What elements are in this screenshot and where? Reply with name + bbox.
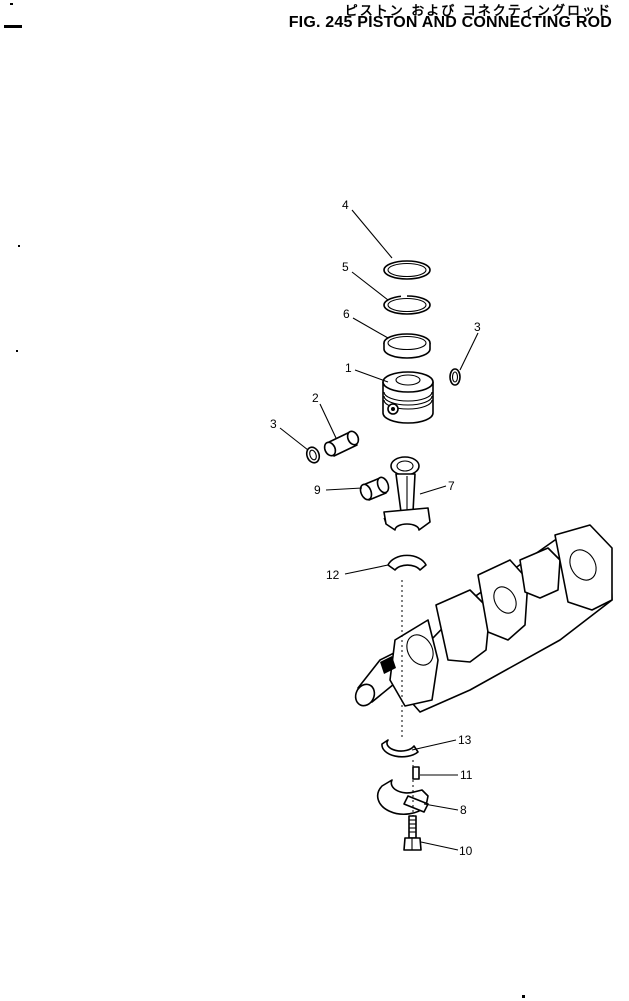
callout-2: 2 xyxy=(312,391,319,405)
bearing-upper xyxy=(387,554,427,571)
crankshaft xyxy=(354,524,613,713)
figure-title: FIG. 245 PISTON AND CONNECTING ROD xyxy=(288,14,612,31)
callout-8: 8 xyxy=(460,803,467,817)
snap-ring-right xyxy=(449,368,461,386)
snap-ring-left xyxy=(305,446,321,464)
callout-3-left: 3 xyxy=(270,417,277,431)
piston-ring-top xyxy=(383,260,431,280)
piston-ring-second xyxy=(383,294,431,315)
rod-bolt xyxy=(403,815,422,851)
bushing xyxy=(359,476,390,501)
callout-10: 10 xyxy=(459,844,473,858)
callout-1: 1 xyxy=(345,361,352,375)
rod-cap xyxy=(376,779,429,815)
dowel-pin xyxy=(412,766,420,780)
callout-4: 4 xyxy=(342,198,349,212)
callout-12: 12 xyxy=(326,568,340,582)
callout-3-right: 3 xyxy=(474,320,481,334)
figure-title-japanese: ピストン および コネクティングロッド xyxy=(344,4,612,19)
bearing-lower xyxy=(381,739,419,758)
callout-11: 11 xyxy=(460,768,473,782)
callout-5: 5 xyxy=(342,260,349,274)
connecting-rod xyxy=(383,456,431,531)
piston xyxy=(382,371,434,424)
piston-pin xyxy=(323,430,360,457)
oil-ring xyxy=(383,333,431,359)
callout-labels: 4 5 6 3 1 2 3 9 7 12 13 11 8 10 xyxy=(270,198,481,858)
leader-lines xyxy=(279,209,479,851)
callout-13: 13 xyxy=(458,733,472,747)
callout-9: 9 xyxy=(314,483,321,497)
scan-artifacts xyxy=(4,3,525,998)
callout-6: 6 xyxy=(343,307,350,321)
callout-7: 7 xyxy=(448,479,455,493)
assembly-center-lines xyxy=(401,580,414,816)
